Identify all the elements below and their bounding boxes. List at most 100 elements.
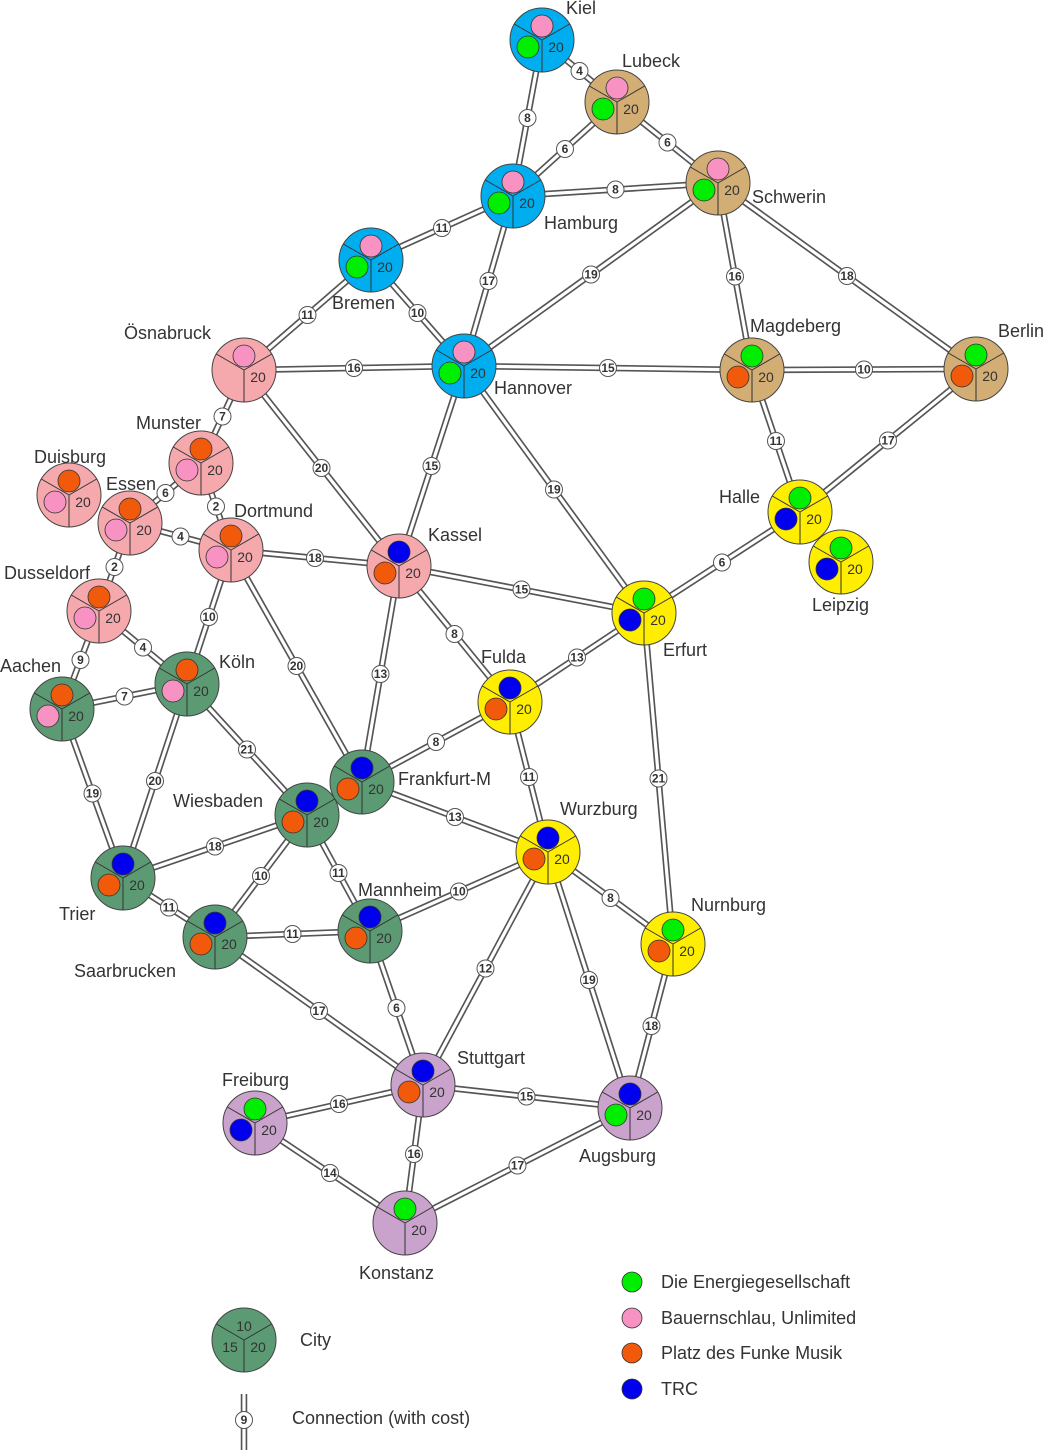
connection-osnabruck-kassel[interactable]: 20	[241, 367, 402, 569]
connection-cost: 12	[479, 962, 493, 976]
player-token-blue	[618, 1082, 642, 1106]
connection-cost: 17	[312, 1004, 326, 1018]
player-token-orange	[219, 524, 243, 548]
connection-cost-badge: 6	[658, 133, 677, 152]
city-label: Duisburg	[34, 447, 106, 467]
connection-erfurt-nurnburg[interactable]: 21	[640, 612, 677, 945]
legend-connection-cost: 9	[241, 1413, 248, 1427]
connection-schwerin-berlin[interactable]: 18	[716, 180, 978, 372]
player-token-blue	[387, 540, 411, 564]
legend-connection-sample: 9	[235, 1394, 253, 1450]
connection-hannover-kassel[interactable]: 15	[395, 364, 468, 568]
connection-hannover-erfurt[interactable]: 19	[461, 364, 647, 615]
connection-dortmund-frankfurt-m[interactable]: 20	[228, 548, 365, 784]
connection-koln-trier[interactable]: 20	[119, 682, 191, 880]
connection-kassel-erfurt[interactable]: 15	[398, 562, 645, 617]
player-token-orange	[726, 365, 750, 389]
connection-wurzburg-stuttgart[interactable]: 12	[420, 850, 551, 1087]
connection-cost-badge: 17	[310, 1002, 328, 1020]
player-token-pink	[452, 340, 476, 364]
city-slot-value: 20	[516, 701, 532, 717]
connection-hannover-magdeberg[interactable]: 15	[463, 359, 753, 377]
connection-saarbrucken-stuttgart[interactable]: 17	[213, 934, 425, 1088]
player-token-pink	[359, 234, 383, 258]
player-token-orange	[397, 1080, 421, 1104]
player-token-orange	[281, 810, 305, 834]
city-slot-value: 20	[650, 612, 666, 628]
connection-cost: 10	[411, 306, 425, 320]
connection-stuttgart-augsburg[interactable]: 15	[422, 1081, 631, 1112]
connection-cost-badge: 17	[879, 431, 897, 450]
city-slot-value: 20	[806, 511, 822, 527]
connection-berlin-halle[interactable]: 17	[797, 366, 979, 515]
legend-city-slot-left: 15	[222, 1339, 238, 1355]
connection-konstanz-augsburg[interactable]: 17	[403, 1105, 632, 1226]
city-label: Wurzburg	[560, 799, 638, 819]
connection-schwerin-hannover[interactable]: 19	[462, 180, 720, 369]
connection-kassel-frankfurt-m[interactable]: 13	[358, 565, 403, 783]
connection-cost-badge: 19	[582, 265, 600, 284]
connection-cost: 15	[425, 459, 439, 473]
city-label: Hannover	[494, 378, 572, 398]
connection-cost: 7	[219, 410, 226, 424]
player-token-orange	[50, 683, 74, 707]
connection-osnabruck-hannover[interactable]: 16	[243, 359, 465, 377]
connection-hamburg-schwerin[interactable]: 8	[512, 179, 719, 200]
connection-cost-badge: 2	[207, 497, 225, 516]
connection-cost: 18	[840, 269, 854, 283]
legend-swatch-blue	[621, 1378, 643, 1400]
connection-cost-badge: 6	[156, 484, 175, 502]
connection-frankfurt-m-wurzburg[interactable]: 13	[360, 778, 550, 856]
connection-wurzburg-augsburg[interactable]: 19	[544, 851, 634, 1109]
connection-cost: 18	[645, 1019, 659, 1033]
player-token-pink	[530, 14, 554, 38]
city-slot-value: 20	[68, 708, 84, 724]
connection-cost: 13	[570, 651, 584, 665]
city-label: Nurnburg	[691, 895, 766, 915]
connection-cost-badge: 7	[213, 407, 232, 426]
player-token-pink	[175, 458, 199, 482]
city-label: Trier	[59, 904, 95, 924]
connection-magdeberg-berlin[interactable]: 10	[751, 360, 977, 379]
player-token-green	[487, 191, 511, 215]
connection-cost: 18	[208, 840, 222, 854]
city-slot-value: 20	[377, 259, 393, 275]
connection-cost-badge: 15	[599, 359, 617, 377]
connection-cost: 6	[562, 142, 569, 156]
